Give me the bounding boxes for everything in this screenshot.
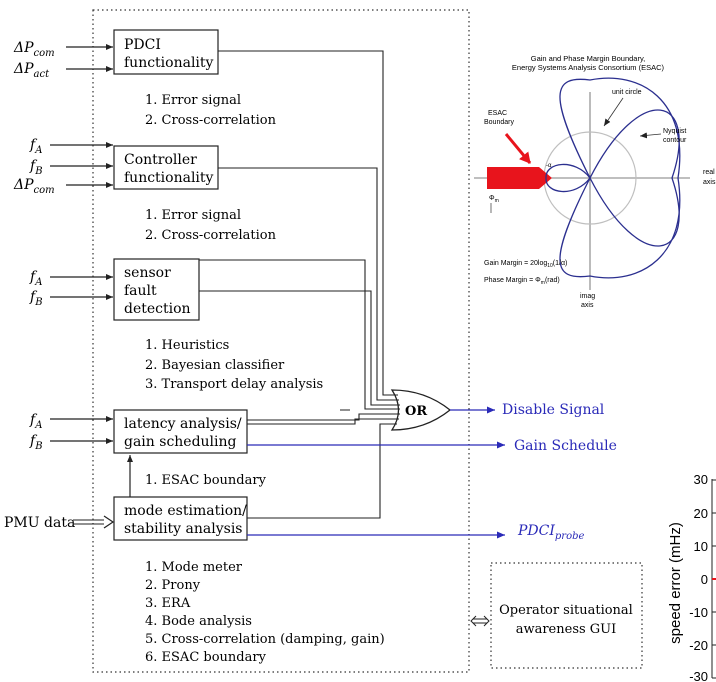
svg-text:ΔPcom: ΔPcom [13,177,55,196]
svg-text:Phase Margin = Φm(rad): Phase Margin = Φm(rad) [484,277,560,286]
svg-text:fA: fA [29,137,42,156]
svg-text:functionality: functionality [124,170,214,186]
svg-text:Gain Margin = 20log10(1/α): Gain Margin = 20log10(1/α) [484,260,567,269]
pdci-probe-label: PDCIprobe [517,523,584,542]
svg-text:fB: fB [29,289,43,308]
svg-text:1. Heuristics: 1. Heuristics [145,338,229,353]
speed-error-chart: 30 20 10 0 -10 -20 -30 speed error (mHz) [667,472,716,682]
svg-text:contour: contour [663,137,687,144]
svg-text:awareness GUI: awareness GUI [516,622,617,637]
gui-double-arrow [470,615,490,627]
svg-text:1. Error signal: 1. Error signal [145,208,241,223]
svg-text:1. Mode meter: 1. Mode meter [145,560,243,575]
sensor-inputs: fA fB [29,269,113,308]
outputs: Disable Signal Gain Schedule PDCIprobe [247,402,617,542]
svg-text:5. Cross-correlation (damping,: 5. Cross-correlation (damping, gain) [145,632,385,647]
pdci-inputs: ΔPcom ΔPact [13,40,113,80]
pdci-in1: ΔP [13,40,34,56]
svg-text:2. Prony: 2. Prony [145,578,201,593]
gain-schedule-label: Gain Schedule [514,438,617,454]
chart-ylabel: speed error (mHz) [667,522,684,644]
pdci-label-2: functionality [124,55,214,71]
svg-text:1. ESAC boundary: 1. ESAC boundary [145,473,267,488]
svg-text:OR: OR [405,404,427,419]
svg-text:6. ESAC boundary: 6. ESAC boundary [145,650,267,665]
svg-text:axis: axis [703,179,716,186]
latency-list: 1. ESAC boundary [145,473,267,488]
inset-title-1: Gain and Phase Margin Boundary, [531,54,646,63]
mode-list: 1. Mode meter 2. Prony 3. ERA 4. Bode an… [145,560,385,665]
svg-text:gain scheduling: gain scheduling [124,434,237,450]
svg-text:fA: fA [29,269,42,288]
controller-list: 1. Error signal 2. Cross-correlation [145,208,277,243]
operator-gui-box: Operator situational awareness GUI [490,562,643,669]
pdci-label-1: PDCI [124,37,161,53]
svg-text:fB: fB [29,158,43,177]
esac-red-region [487,167,539,189]
svg-text:2. Cross-correlation: 2. Cross-correlation [145,228,277,243]
inset-title-2: Energy Systems Analysis Consortium (ESAC… [512,63,665,72]
svg-text:fA: fA [29,412,42,431]
tick-10: 10 [694,539,708,554]
svg-text:detection: detection [124,301,191,317]
svg-text:real: real [703,169,715,176]
mode-block: mode estimation/ stability analysis [113,496,248,541]
svg-text:Operator situational: Operator situational [499,603,633,618]
esac-inset: Gain and Phase Margin Boundary, Energy S… [474,54,716,309]
svg-text:fB: fB [29,433,43,452]
svg-text:-α: -α [546,163,552,169]
pdci-in2: ΔP [13,61,34,77]
nyquist-contour [545,109,680,247]
tick-m20: -20 [689,638,708,653]
controller-block: Controller functionality [113,145,219,190]
pmu-input: PMU data [4,515,115,531]
svg-text:stability analysis: stability analysis [124,521,242,537]
tick-30: 30 [694,472,708,487]
svg-text:fault: fault [124,283,157,299]
svg-text:Controller: Controller [124,152,197,168]
svg-text:unit circle: unit circle [612,89,642,96]
svg-text:mode estimation/: mode estimation/ [124,503,247,519]
svg-text:3. Transport delay analysis: 3. Transport delay analysis [145,377,323,392]
svg-text:ΔPcom: ΔPcom [13,40,55,59]
tick-0: 0 [701,572,708,587]
controller-inputs: fA fB ΔPcom [13,137,113,196]
svg-text:3. ERA: 3. ERA [145,596,191,611]
latency-block: latency analysis/ gain scheduling [113,409,248,454]
svg-text:2. Cross-correlation: 2. Cross-correlation [145,113,277,128]
sensor-list: 1. Heuristics 2. Bayesian classifier 3. … [145,338,323,392]
svg-text:Nyquist: Nyquist [663,128,686,135]
svg-text:2. Bayesian classifier: 2. Bayesian classifier [145,358,285,373]
svg-text:Boundary: Boundary [484,119,514,126]
svg-text:Φm: Φm [489,195,499,204]
tick-m30: -30 [689,669,708,682]
svg-text:axis: axis [581,302,594,309]
pdci-list: 1. Error signal 2. Cross-correlation [145,93,277,128]
svg-text:sensor: sensor [124,265,171,281]
svg-text:ΔPact: ΔPact [13,61,50,80]
disable-signal-label: Disable Signal [502,402,605,418]
svg-text:PMU data: PMU data [4,515,75,531]
system-boundary [92,9,470,673]
tick-20: 20 [694,506,708,521]
svg-text:ESAC: ESAC [488,110,507,117]
or-gate: OR [390,389,452,431]
svg-text:imag: imag [580,293,595,300]
svg-text:latency analysis/: latency analysis/ [124,416,242,432]
tick-m10: -10 [689,605,708,620]
latency-inputs: fA fB [29,412,113,452]
sensor-block: sensor fault detection [113,258,200,321]
svg-text:1. Error signal: 1. Error signal [145,93,241,108]
svg-text:4. Bode analysis: 4. Bode analysis [145,614,252,629]
or-inputs [199,50,400,519]
pdci-block: PDCI functionality [113,29,219,75]
